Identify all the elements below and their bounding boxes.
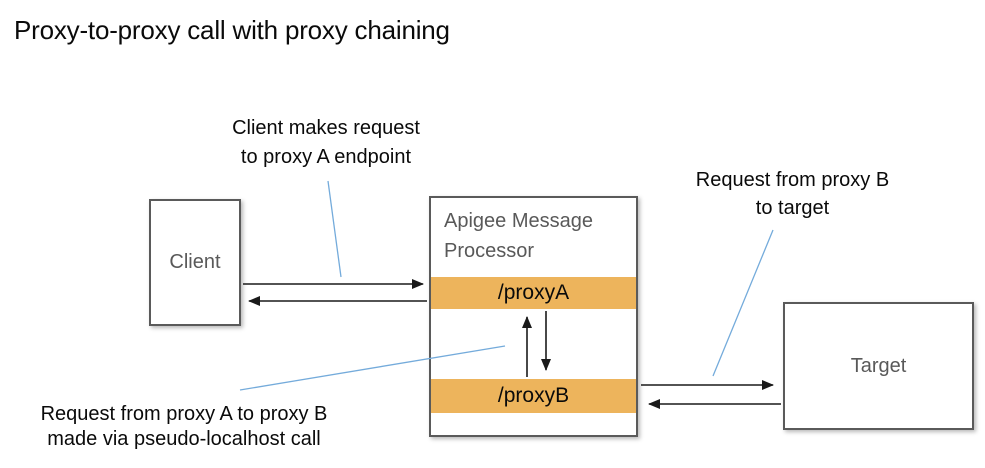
message-processor-label: Apigee Message Processor bbox=[444, 210, 593, 262]
client-node: Client bbox=[149, 199, 241, 326]
proxy-b-bar: /proxyB bbox=[431, 379, 636, 413]
proxy-a-label: /proxyA bbox=[497, 281, 570, 304]
annotation-line: Request from proxy B bbox=[695, 169, 890, 191]
proxy-a-bar: /proxyA bbox=[431, 277, 636, 309]
annotation-proxya-to-proxyb: Request from proxy A to proxy B made via… bbox=[11, 402, 357, 452]
annotation-line: made via pseudo-localhost call bbox=[47, 428, 321, 450]
annotation-client-request: Client makes request to proxy A endpoint bbox=[176, 114, 476, 172]
annotation-line: Request from proxy A to proxy B bbox=[40, 403, 328, 425]
leader-line-proxyb-to-target bbox=[712, 229, 774, 377]
annotation-proxyb-to-target: Request from proxy B to target bbox=[665, 166, 920, 222]
annotation-line: to proxy A endpoint bbox=[240, 146, 412, 168]
annotation-line: to target bbox=[755, 197, 830, 219]
diagram-title: Proxy-to-proxy call with proxy chaining bbox=[14, 15, 450, 45]
client-label: Client bbox=[169, 251, 221, 273]
message-processor-node: Apigee Message Processor /proxyA /proxyB bbox=[429, 196, 638, 437]
target-node: Target bbox=[783, 302, 974, 430]
leader-line-client-request bbox=[327, 180, 342, 278]
proxy-b-label: /proxyB bbox=[497, 384, 570, 407]
target-label: Target bbox=[850, 354, 907, 377]
annotation-line: Client makes request bbox=[232, 117, 420, 139]
